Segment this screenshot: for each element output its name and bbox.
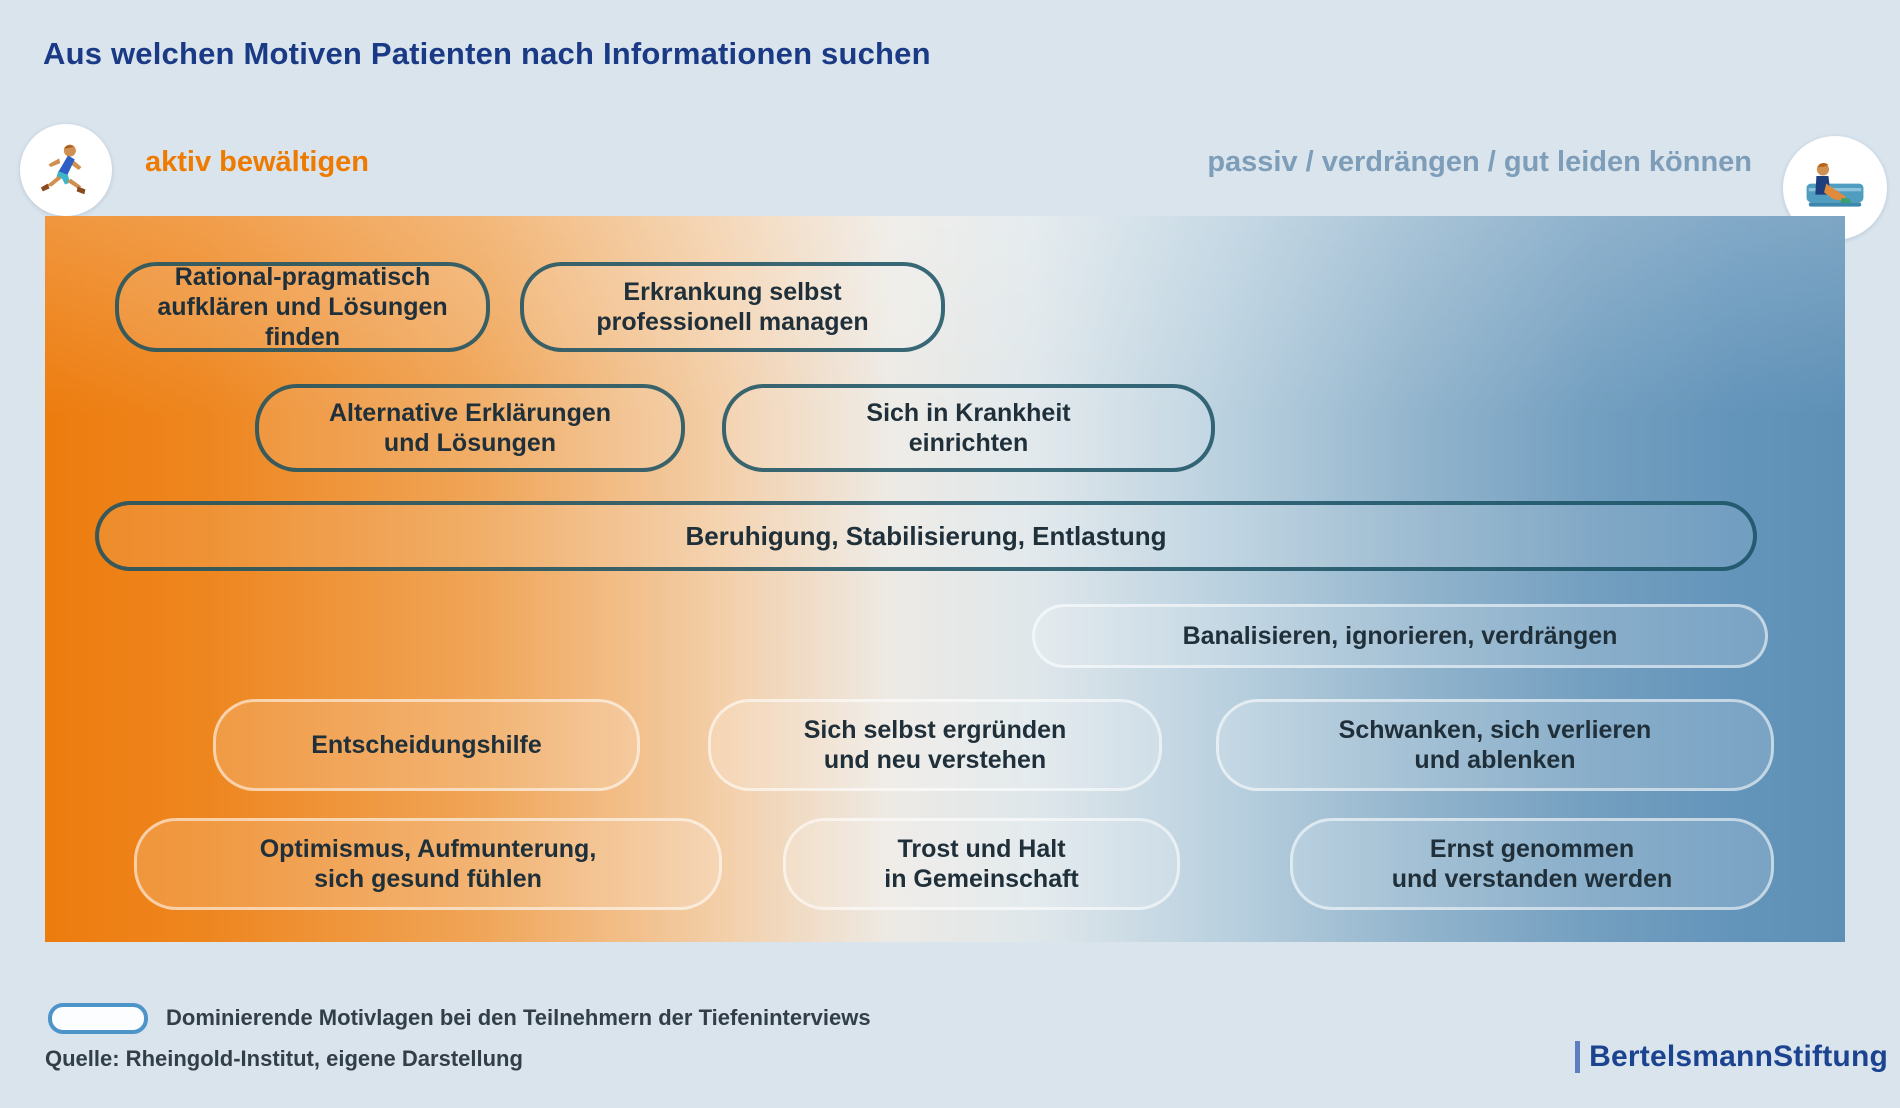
logo-bar-icon	[1575, 1041, 1581, 1073]
motive-pill-rational-pragmatisch: Rational-pragmatisch aufklären und Lösun…	[115, 262, 490, 352]
motive-pill-sich-selbst-ergruenden: Sich selbst ergründen und neu verstehen	[708, 699, 1162, 791]
bertelsmann-stiftung-logo: BertelsmannStiftung	[1575, 1040, 1888, 1074]
page-title: Aus welchen Motiven Patienten nach Infor…	[43, 36, 931, 71]
motive-pill-schwanken: Schwanken, sich verlieren und ablenken	[1216, 699, 1774, 791]
motive-pill-banalisieren: Banalisieren, ignorieren, verdrängen	[1032, 604, 1768, 668]
running-person-icon	[20, 124, 112, 216]
motive-pill-ernst-genommen: Ernst genommen und verstanden werden	[1290, 818, 1774, 910]
legend-dominant-pill-swatch	[48, 1002, 148, 1034]
motive-pill-entscheidungshilfe: Entscheidungshilfe	[213, 699, 640, 791]
legend-label: Dominierende Motivlagen bei den Teilnehm…	[166, 1005, 871, 1030]
source-note: Quelle: Rheingold-Institut, eigene Darst…	[45, 1046, 523, 1071]
motive-pill-optimismus: Optimismus, Aufmunterung, sich gesund fü…	[134, 818, 722, 910]
axis-label-passive-coping: passiv / verdrängen / gut leiden können	[1207, 146, 1752, 178]
motive-pill-erkrankung-managen: Erkrankung selbst professionell managen	[520, 262, 945, 352]
motive-pill-trost-und-halt: Trost und Halt in Gemeinschaft	[783, 818, 1180, 910]
axis-label-active-coping: aktiv bewältigen	[145, 146, 370, 178]
motive-pill-beruhigung-stabilisierung: Beruhigung, Stabilisierung, Entlastung	[95, 501, 1757, 571]
motive-gradient-panel: Rational-pragmatisch aufklären und Lösun…	[45, 216, 1845, 942]
motive-pill-in-krankheit-einrichten: Sich in Krankheit einrichten	[722, 384, 1215, 472]
motive-pill-alternative-erklaerungen: Alternative Erklärungen und Lösungen	[255, 384, 685, 472]
logo-text: BertelsmannStiftung	[1589, 1040, 1888, 1073]
legend: Dominierende Motivlagen bei den Teilnehm…	[48, 1002, 871, 1034]
